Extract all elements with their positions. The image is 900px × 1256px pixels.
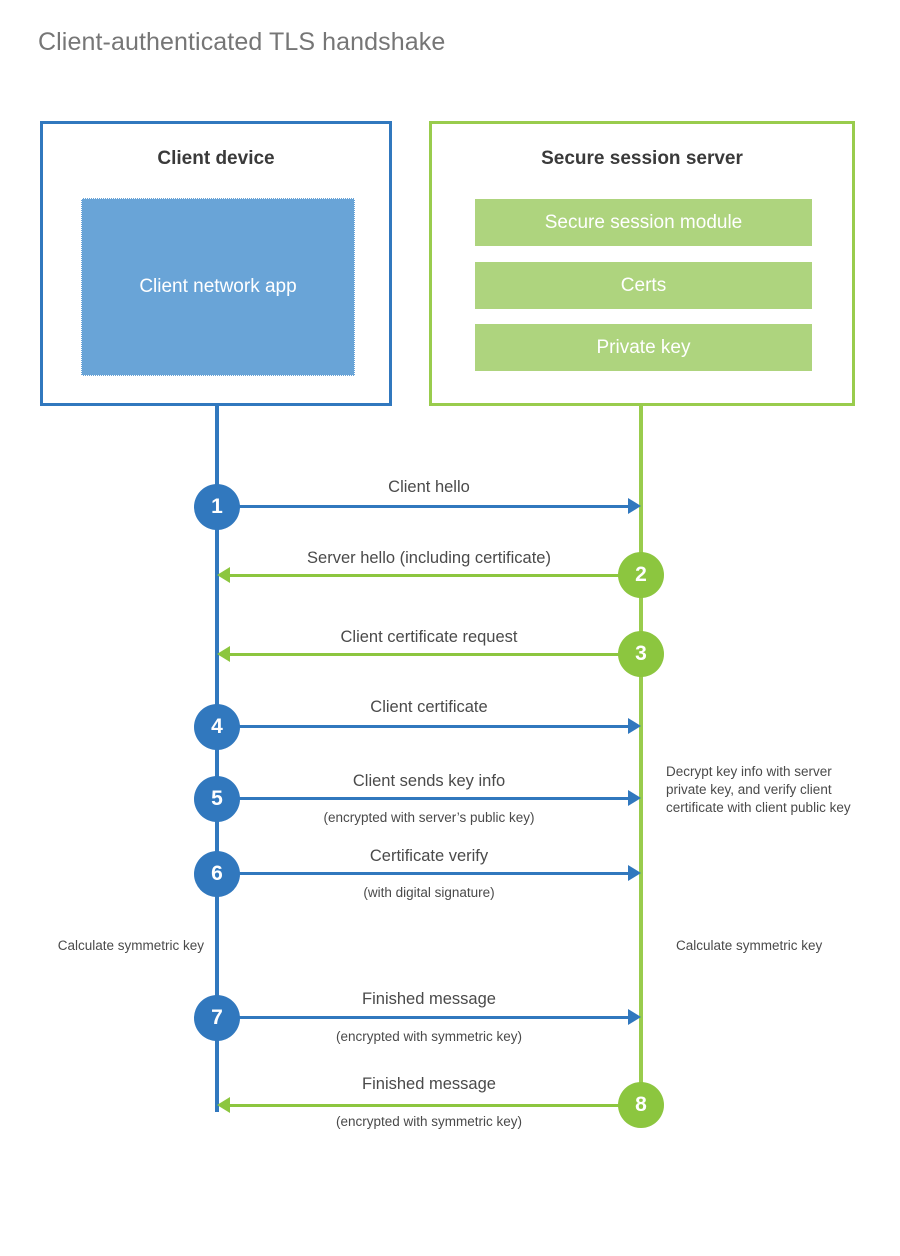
step-3-arrow-line xyxy=(230,653,641,656)
step-8-label: Finished message xyxy=(362,1075,496,1093)
step-badge-4[interactable]: 4 xyxy=(194,704,240,750)
step-6-arrow-line xyxy=(217,872,628,875)
step-1-label: Client hello xyxy=(388,478,470,496)
secure-session-server-title: Secure session server xyxy=(541,148,743,169)
step-5-sublabel: (encrypted with server’s public key) xyxy=(323,810,535,825)
step-4-arrow-head-icon xyxy=(628,718,641,734)
step-7-sublabel: (encrypted with symmetric key) xyxy=(335,1029,523,1044)
step-badge-8[interactable]: 8 xyxy=(618,1082,664,1128)
client-calculate-symmetric-key-annotation: Calculate symmetric key xyxy=(57,938,204,953)
step-4-arrow-line xyxy=(217,725,628,728)
step-1-arrow-head-icon xyxy=(628,498,641,514)
step-5-arrow-line xyxy=(217,797,628,800)
step-7-arrow-line xyxy=(217,1016,628,1019)
step-4-label: Client certificate xyxy=(370,698,488,716)
step-7-arrow-head-icon xyxy=(628,1009,641,1025)
step-2-label: Server hello (including certificate) xyxy=(307,549,551,567)
server-lifeline xyxy=(639,406,643,1106)
client-device-title: Client device xyxy=(157,148,275,169)
step-8-arrow-head-icon xyxy=(217,1097,230,1113)
step-1-arrow-line xyxy=(217,505,628,508)
step-3-arrow-head-icon xyxy=(217,646,230,662)
client-device-box: Client device Client network app xyxy=(40,121,392,406)
step-5-label: Client sends key info xyxy=(352,772,506,790)
step-badge-1[interactable]: 1 xyxy=(194,484,240,530)
secure-session-server-box: Secure session server Secure session mod… xyxy=(429,121,855,406)
server-module-secure-session-module: Secure session module xyxy=(475,199,812,246)
step-2-arrow-head-icon xyxy=(217,567,230,583)
step-badge-6[interactable]: 6 xyxy=(194,851,240,897)
step-7-label: Finished message xyxy=(362,990,496,1008)
page-title: Client-authenticated TLS handshake xyxy=(38,28,446,56)
server-calculate-symmetric-key-annotation: Calculate symmetric key xyxy=(676,938,823,953)
server-module-private-key: Private key xyxy=(475,324,812,371)
step-badge-2[interactable]: 2 xyxy=(618,552,664,598)
step-8-sublabel: (encrypted with symmetric key) xyxy=(335,1114,523,1129)
step-badge-5[interactable]: 5 xyxy=(194,776,240,822)
step-5-arrow-head-icon xyxy=(628,790,641,806)
step-3-label: Client certificate request xyxy=(340,628,518,646)
step-6-sublabel: (with digital signature) xyxy=(363,885,495,900)
step-2-arrow-line xyxy=(230,574,641,577)
client-lifeline xyxy=(215,406,219,1112)
client-network-app-block: Client network app xyxy=(81,198,355,376)
server-decrypt-annotation: Decrypt key info with server private key… xyxy=(666,764,851,816)
step-badge-7[interactable]: 7 xyxy=(194,995,240,1041)
step-6-label: Certificate verify xyxy=(369,847,489,865)
step-8-arrow-line xyxy=(230,1104,641,1107)
server-module-certs: Certs xyxy=(475,262,812,309)
step-6-arrow-head-icon xyxy=(628,865,641,881)
step-badge-3[interactable]: 3 xyxy=(618,631,664,677)
